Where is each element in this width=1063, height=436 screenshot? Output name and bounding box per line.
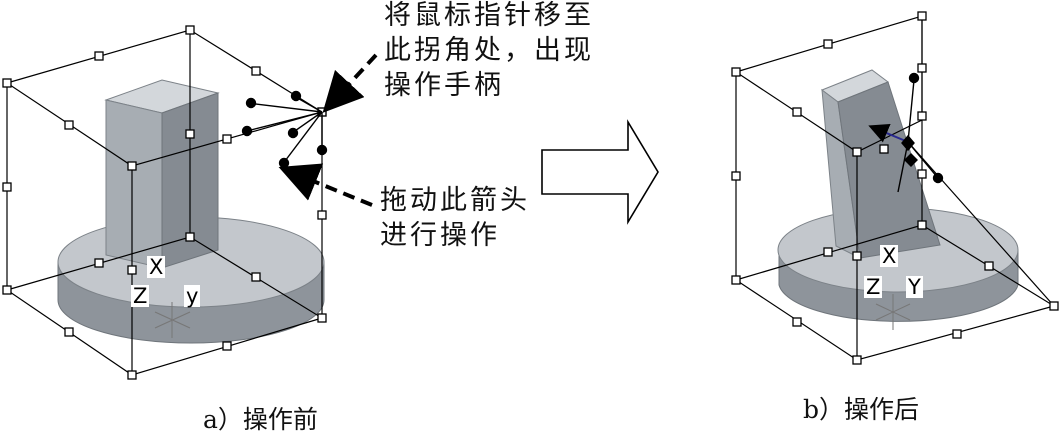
axis-label-x-after: X bbox=[880, 244, 899, 268]
transition-arrow bbox=[541, 119, 659, 225]
axis-label-z-before: Z bbox=[131, 284, 150, 308]
axis-label-y-before: y bbox=[184, 284, 201, 308]
block-before bbox=[104, 79, 220, 269]
leader-drag-arrow bbox=[278, 163, 373, 207]
box-handles-before bbox=[2, 25, 327, 380]
handle-annotation-line: 此拐角处，出现 bbox=[384, 35, 594, 66]
drag-annotation: 拖动此箭头 进行操作 bbox=[380, 183, 530, 253]
box-handles-after bbox=[731, 11, 1059, 365]
axis-label-x-before: X bbox=[147, 255, 166, 279]
drag-annotation-line: 拖动此箭头 bbox=[380, 185, 530, 216]
axis-label-z-after: Z bbox=[864, 275, 883, 299]
axis-label-y-after: Y bbox=[906, 275, 923, 299]
figure-after bbox=[731, 11, 1059, 365]
manipulator-handle-before bbox=[241, 90, 328, 169]
handle-annotation-line: 操作手柄 bbox=[384, 70, 504, 101]
drag-annotation-line: 进行操作 bbox=[380, 220, 500, 251]
origin-marker-after bbox=[875, 294, 911, 330]
manipulator-handle-after bbox=[868, 72, 944, 193]
handle-annotation: 将鼠标指针移至 此拐角处，出现 操作手柄 bbox=[384, 0, 594, 103]
caption-before: a）操作前 bbox=[203, 405, 318, 434]
caption-after: b）操作后 bbox=[803, 395, 920, 424]
origin-marker-before bbox=[154, 302, 191, 338]
figure-before bbox=[2, 25, 328, 380]
handle-annotation-line: 将鼠标指针移至 bbox=[384, 0, 594, 31]
leader-handle bbox=[322, 53, 378, 113]
